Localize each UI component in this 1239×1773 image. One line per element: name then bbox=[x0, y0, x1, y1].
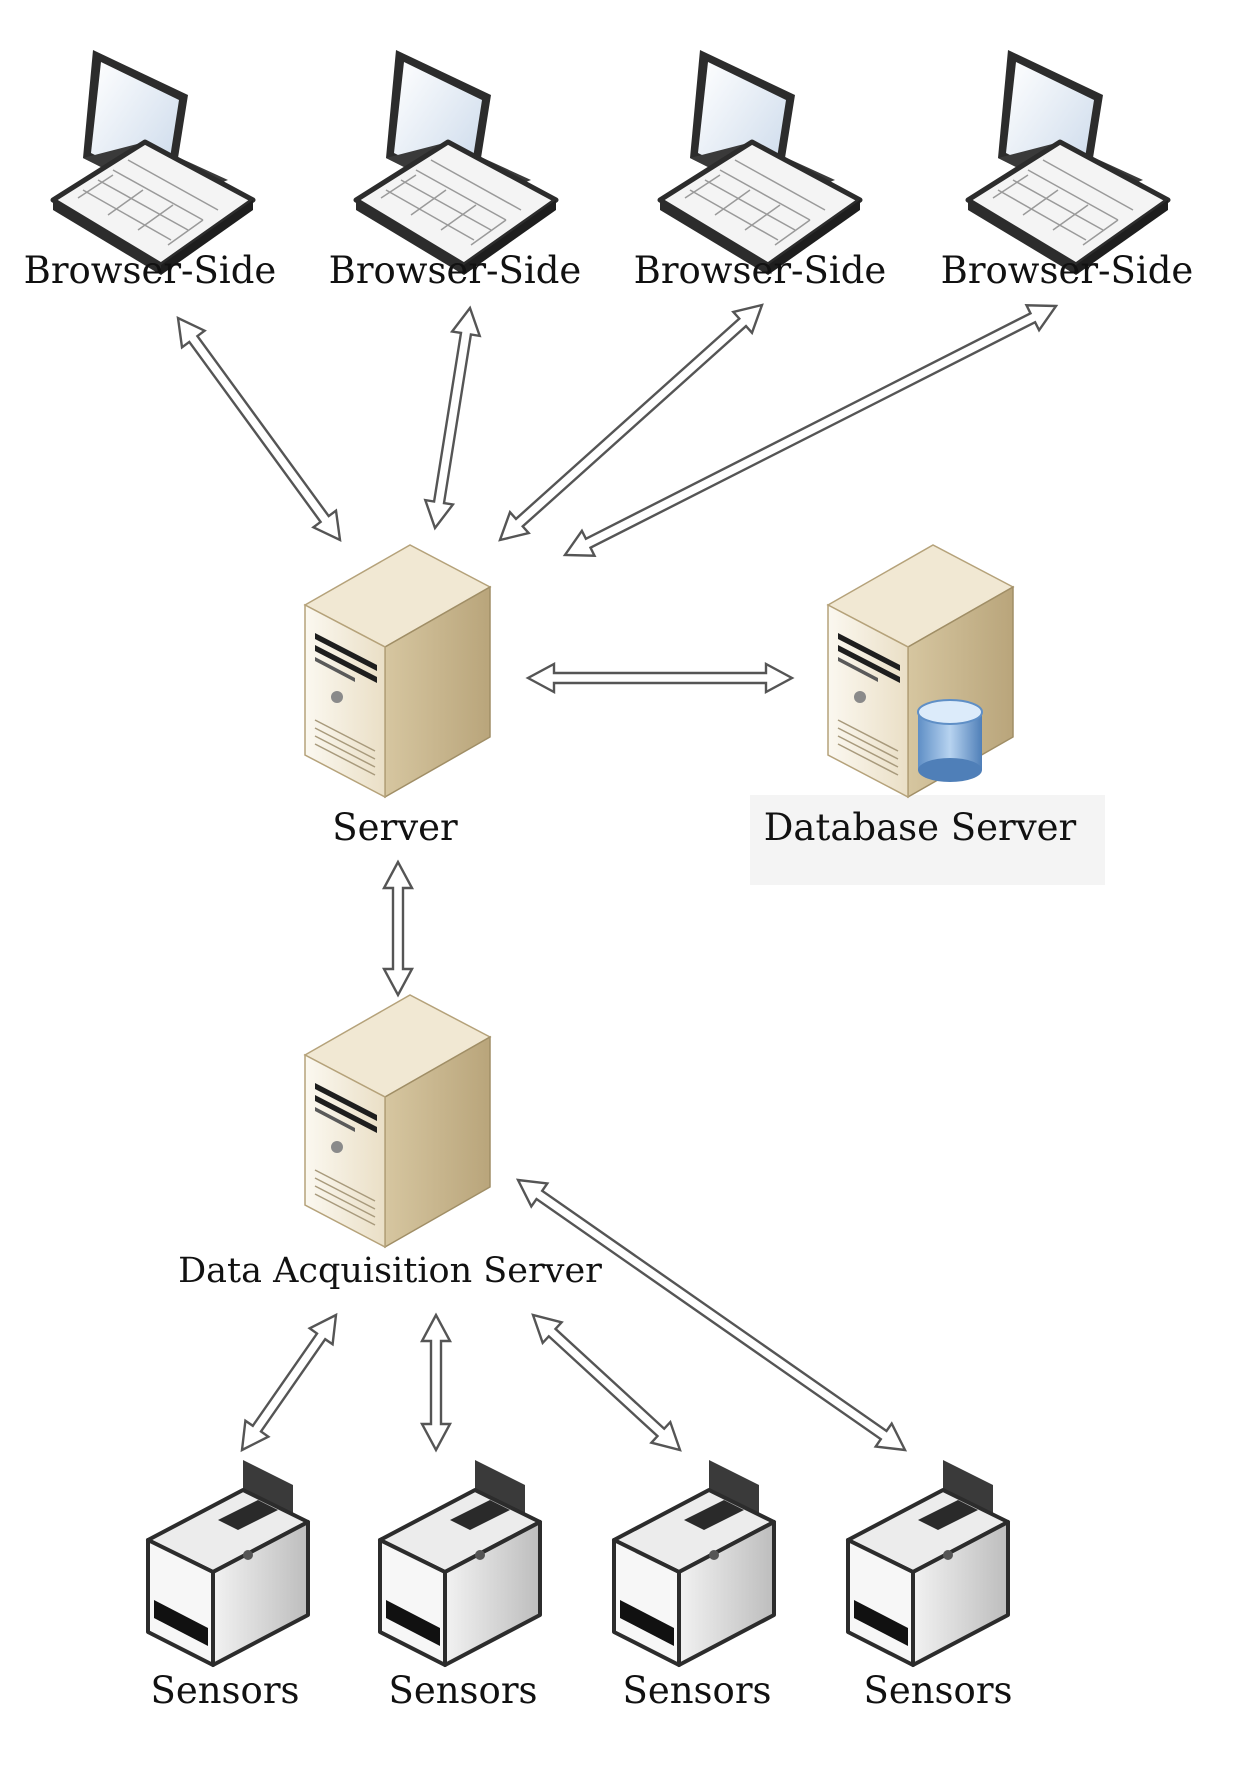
database-label-background bbox=[750, 795, 1105, 885]
sensor-label: Sensors bbox=[622, 1669, 771, 1712]
double-arrow bbox=[525, 661, 795, 695]
sensor-device-icon bbox=[612, 1458, 776, 1667]
double-arrow bbox=[562, 304, 1059, 557]
sensor-device-icon bbox=[846, 1458, 1010, 1667]
double-arrow bbox=[176, 315, 342, 543]
laptop-icon bbox=[968, 50, 1168, 275]
browser-label: Browser-Side bbox=[24, 249, 277, 292]
sensor-label: Sensors bbox=[388, 1669, 537, 1712]
database-server-label: Database Server bbox=[764, 806, 1077, 849]
double-arrow bbox=[381, 859, 415, 998]
double-arrow bbox=[531, 1313, 682, 1452]
connection-arrows bbox=[176, 303, 1059, 1453]
double-arrow bbox=[240, 1312, 338, 1453]
double-arrow bbox=[423, 305, 482, 531]
double-arrow bbox=[515, 1178, 908, 1452]
laptop-icon bbox=[660, 50, 860, 275]
server-label: Server bbox=[332, 806, 458, 849]
sensor-device-icon bbox=[146, 1458, 310, 1667]
data-acquisition-server-label: Data Acquisition Server bbox=[178, 1251, 602, 1291]
browser-label: Browser-Side bbox=[329, 249, 582, 292]
sensor-label: Sensors bbox=[150, 1669, 299, 1712]
browser-label: Browser-Side bbox=[941, 249, 1194, 292]
browser-label: Browser-Side bbox=[634, 249, 887, 292]
double-arrow bbox=[498, 303, 764, 542]
laptop-icon bbox=[53, 50, 253, 275]
sensor-label: Sensors bbox=[863, 1669, 1012, 1712]
double-arrow bbox=[419, 1312, 453, 1453]
server-tower-icon bbox=[304, 544, 491, 798]
database-server-icon bbox=[827, 544, 1014, 798]
laptop-icon bbox=[356, 50, 556, 275]
server-tower-icon bbox=[304, 994, 491, 1248]
sensor-device-icon bbox=[378, 1458, 542, 1667]
